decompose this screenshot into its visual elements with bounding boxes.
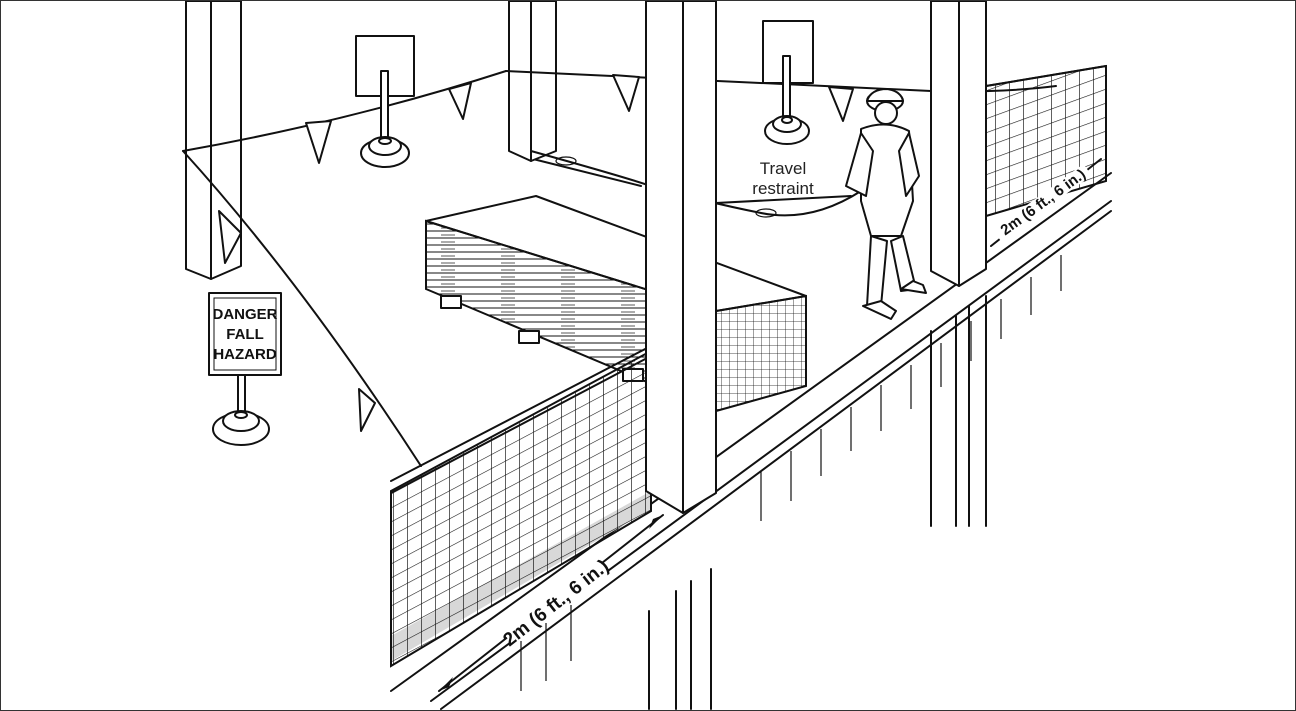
danger-sign-stanchion	[212, 370, 270, 446]
travel-restraint-label-line1: Travel	[760, 159, 807, 178]
danger-sign-line2: FALL	[226, 326, 264, 343]
worker-figure	[845, 88, 927, 320]
travel-restraint-label: Travel restraint	[752, 159, 814, 198]
danger-sign-line1: DANGER	[212, 306, 277, 323]
warning-pennants	[218, 74, 854, 432]
column-front-center	[645, 1, 717, 514]
travel-restraint-label-line2: restraint	[752, 179, 814, 198]
lower-columns	[648, 295, 987, 710]
danger-sign-line3: HAZARD	[213, 346, 276, 363]
column-back-left	[185, 1, 242, 280]
safety-net-front	[390, 345, 652, 668]
danger-sign: DANGER FALL HAZARD	[208, 292, 282, 376]
stanchion-back-right	[762, 20, 814, 145]
column-back-center	[508, 1, 557, 162]
stanchion-back-left	[355, 35, 415, 168]
column-front-right	[930, 1, 987, 287]
